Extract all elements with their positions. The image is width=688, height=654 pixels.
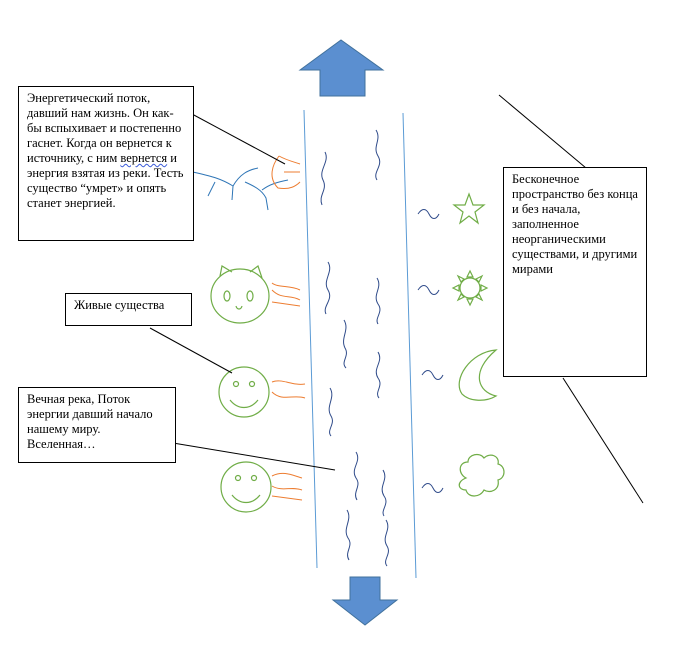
river-current bbox=[320, 129, 389, 567]
smiley-face-icon bbox=[220, 461, 272, 513]
river-right-bank bbox=[402, 112, 417, 579]
callout-living-beings: Живые существа bbox=[65, 293, 192, 326]
callout-eternal-river-line2: Вселенная… bbox=[27, 437, 96, 451]
cloud-icon bbox=[458, 453, 505, 497]
callout-infinite-space: Бесконечное пространство без конца и без… bbox=[503, 167, 647, 377]
smiley-face-icon bbox=[218, 366, 270, 418]
arrow-up-icon bbox=[298, 39, 385, 97]
roots-icon bbox=[192, 167, 289, 211]
callout-energy-flow-underlined: вернется bbox=[120, 151, 168, 165]
world-waves bbox=[417, 209, 444, 493]
callout-infinite-space-text: Бесконечное пространство без конца и без… bbox=[512, 172, 638, 276]
arrow-down-icon bbox=[331, 576, 399, 626]
callout-energy-flow-text-end: и энергия взятая из реки. Тесть существо… bbox=[27, 151, 184, 210]
energy-tentacles bbox=[271, 155, 306, 501]
leader-lines bbox=[149, 94, 644, 504]
callout-eternal-river: Вечная река, Поток энергии давший начало… bbox=[18, 387, 176, 463]
callout-living-beings-text: Живые существа bbox=[74, 298, 165, 312]
callout-energy-flow: Энергетический поток, давший нам жизнь. … bbox=[18, 86, 194, 241]
river-left-bank bbox=[303, 109, 318, 569]
sun-icon bbox=[451, 269, 489, 307]
crescent-moon-icon bbox=[458, 349, 498, 401]
callout-eternal-river-line1: Вечная река, Поток энергии давший начало… bbox=[27, 392, 153, 436]
callout-energy-flow-text: Энергетический поток, давший нам жизнь. … bbox=[27, 91, 182, 165]
star-icon bbox=[452, 192, 486, 225]
cat-face-icon bbox=[210, 265, 270, 324]
